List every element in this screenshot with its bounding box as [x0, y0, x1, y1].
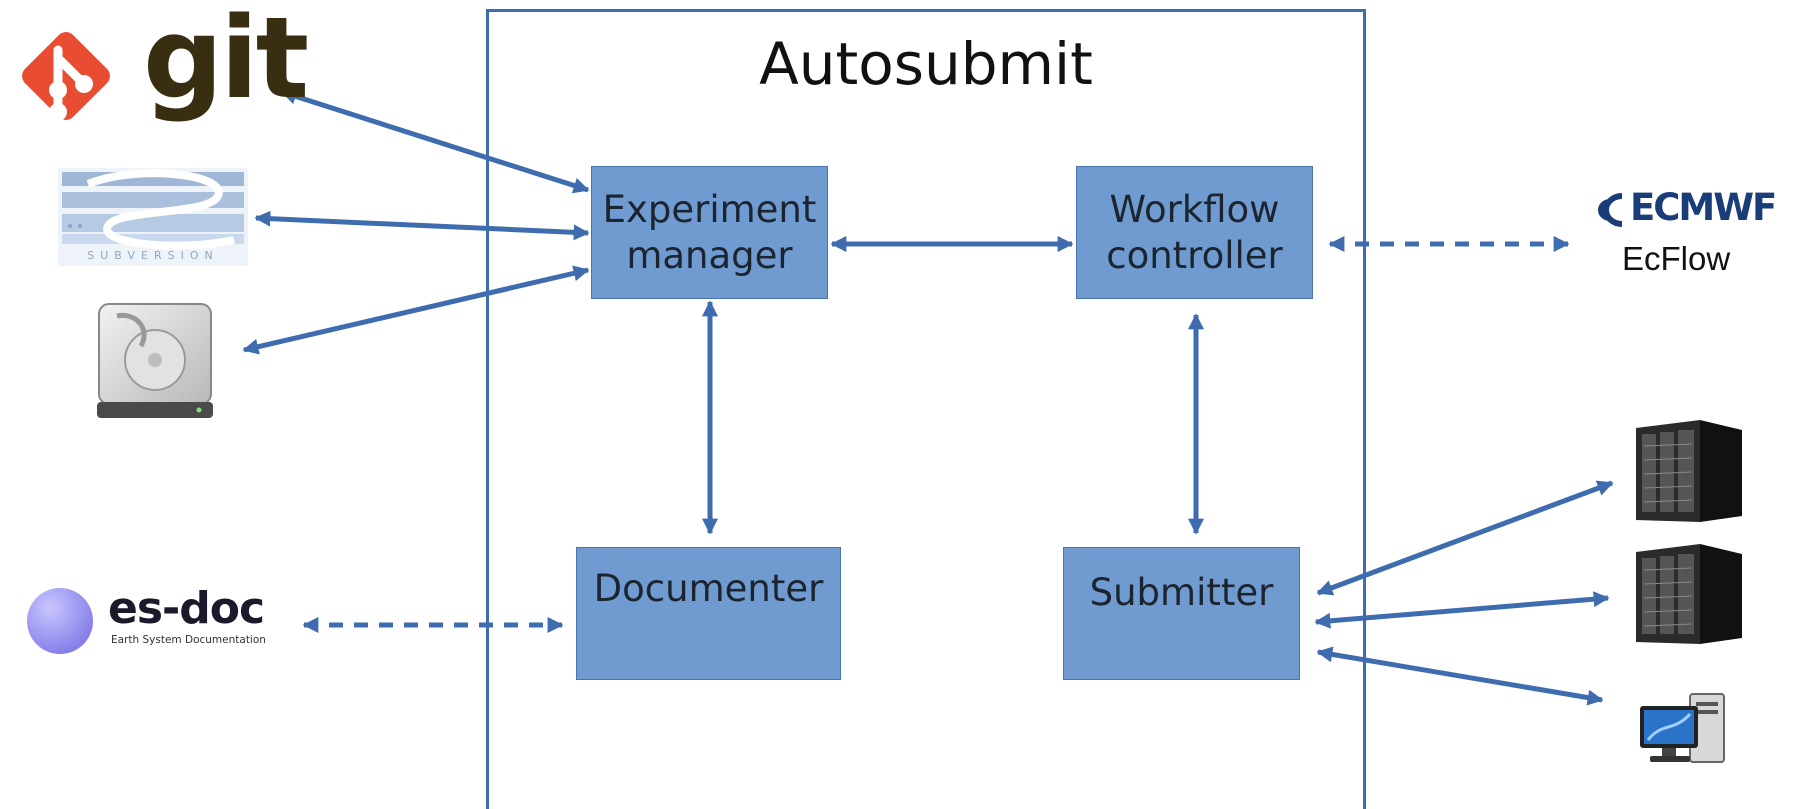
- hard-drive-icon: [97, 303, 213, 418]
- ecflow-label: EcFlow: [1622, 240, 1731, 277]
- workflow-controller-label-line2: controller: [1106, 234, 1283, 277]
- esdoc-wordmark: es-doc: [108, 583, 265, 634]
- submitter-box: Submitter: [1063, 547, 1300, 680]
- diagram-title: Autosubmit: [759, 30, 1093, 98]
- documenter-label: Documenter: [593, 567, 824, 610]
- arrow-submitter-server2: [1314, 591, 1610, 629]
- git-wordmark: git: [143, 0, 309, 124]
- esdoc-subtitle: Earth System Documentation: [111, 634, 266, 646]
- arrow-submitter-server1: [1316, 480, 1614, 596]
- arrow-harddrive-experiment: [242, 265, 590, 355]
- experiment-manager-box: Experiment manager: [591, 166, 828, 299]
- autosubmit-frame: [486, 9, 1366, 809]
- workflow-controller-label-line1: Workflow: [1109, 188, 1280, 231]
- ecmwf-wordmark: ECMWF: [1630, 186, 1777, 229]
- experiment-manager-label-line2: manager: [626, 234, 793, 277]
- arrow-subversion-experiment: [254, 210, 590, 241]
- git-logo-icon: [22, 32, 110, 121]
- documenter-box: Documenter: [576, 547, 841, 680]
- esdoc-logo-icon: [27, 588, 93, 654]
- experiment-manager-label-line1: Experiment: [602, 188, 817, 231]
- subversion-logo-icon: [58, 168, 248, 266]
- submitter-label: Submitter: [1089, 571, 1274, 614]
- subversion-wordmark: SUBVERSION: [87, 249, 219, 262]
- server-rack-icon: [1636, 544, 1742, 644]
- desktop-computer-icon: [1640, 693, 1725, 763]
- ecmwf-logo-icon: [1598, 193, 1623, 227]
- workflow-controller-box: Workflow controller: [1076, 166, 1313, 299]
- server-rack-icon: [1636, 420, 1742, 522]
- arrow-submitter-workstation: [1316, 646, 1604, 706]
- arrow-git-experiment: [280, 88, 590, 194]
